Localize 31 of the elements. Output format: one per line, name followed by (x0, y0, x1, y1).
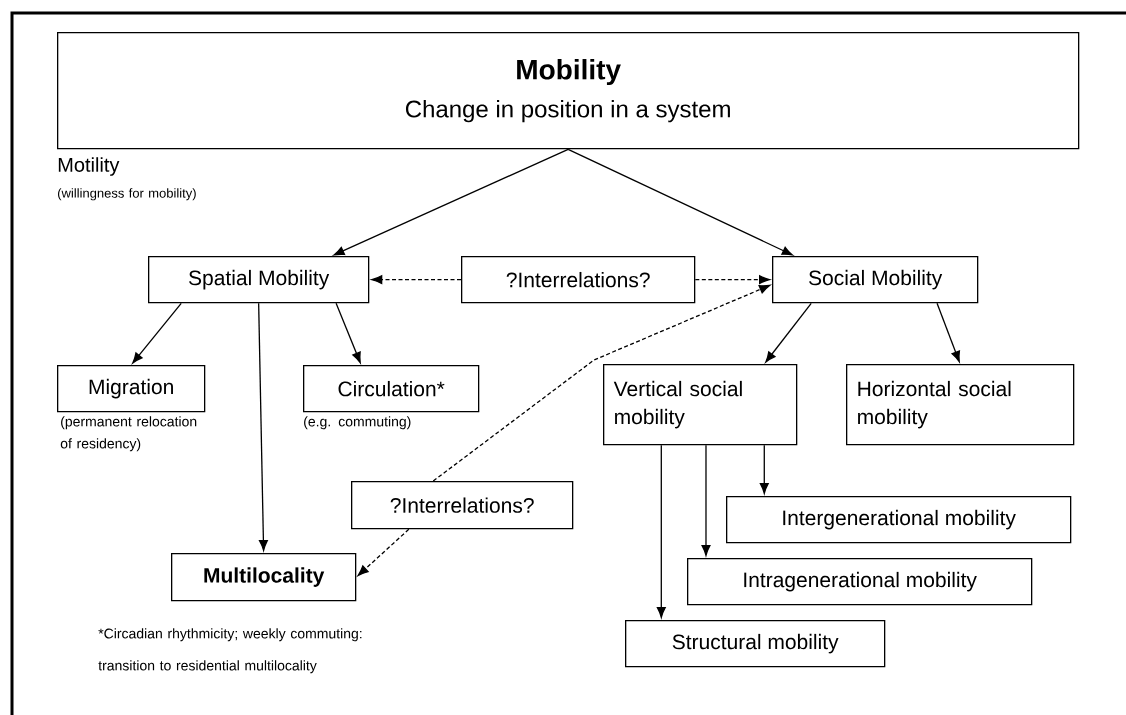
process-box: Multilocality (171, 553, 357, 602)
process-box: Vertical social mobility (603, 364, 798, 446)
process-box: Mobility Change in position in a system (57, 32, 1080, 150)
arrow (567, 148, 793, 256)
arrow (371, 275, 462, 285)
arrow (132, 302, 182, 364)
process-box: ?Interrelations? (461, 256, 696, 304)
process-box: Intragenerational mobility (687, 558, 1033, 606)
arrow (656, 444, 666, 619)
label-text: *Circadian rhythmicity; weekly commuting: transition to residential multilocality (98, 628, 362, 674)
process-box: Intergenerational mobility (726, 496, 1072, 544)
note-text: (e.g. commuting) (304, 416, 411, 430)
arrow (258, 302, 268, 552)
arrow (333, 148, 569, 256)
arrow (936, 302, 960, 363)
arrow (759, 444, 769, 495)
arrow (694, 275, 771, 285)
arrow (335, 302, 361, 364)
process-box: Horizontal social mobility (846, 364, 1075, 446)
process-box: Social Mobility (772, 256, 979, 304)
arrow (432, 284, 771, 482)
process-box: ?Interrelations? (351, 481, 574, 530)
arrow (701, 444, 711, 557)
process-box: Structural mobility (625, 620, 886, 668)
process-box: Circulation* (303, 365, 480, 413)
label-text: (willingness for mobility) (58, 188, 196, 201)
arrow (357, 528, 410, 577)
note-text: (permanent relocation of residency) (60, 416, 197, 452)
process-box: Spatial Mobility (148, 256, 370, 304)
process-box: Migration (57, 365, 206, 413)
arrow (765, 302, 812, 363)
